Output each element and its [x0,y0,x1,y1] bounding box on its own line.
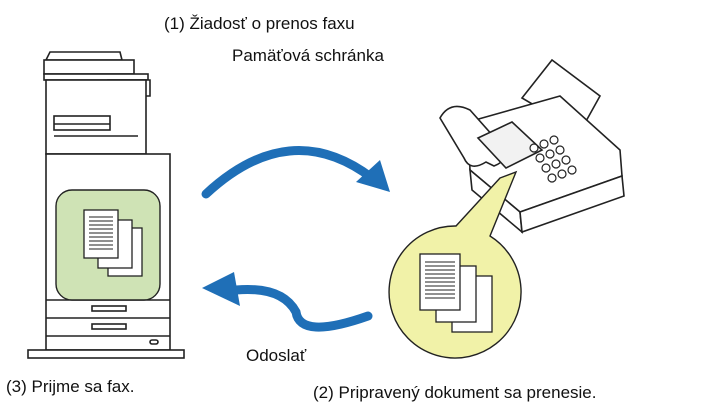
request-arrow [201,146,390,199]
transmitted-document-stack-icon [419,253,493,333]
step3-caption: (3) Prijme sa fax. [6,377,135,396]
fax-machine-icon [439,58,625,234]
step2-caption: (2) Pripravený dokument sa prenesie. [313,383,597,402]
step1-caption-line2: Pamäťová schránka [232,46,384,65]
send-arrow [202,272,373,332]
step1-caption-line1: (1) Žiadosť o prenos faxu [164,14,355,33]
document-stack-icon [83,209,143,277]
send-label: Odoslať [246,346,307,365]
